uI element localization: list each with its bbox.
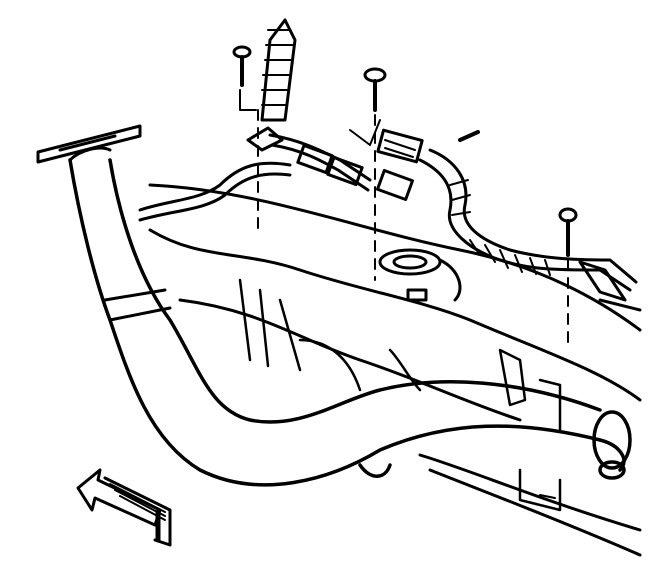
- direction-arrow: [76, 468, 172, 547]
- bolt: [232, 45, 578, 351]
- harness-connector: [246, 126, 428, 302]
- body-panel: [148, 183, 642, 557]
- exhaust-pipe: [68, 158, 632, 487]
- wiring-harness: [138, 18, 638, 302]
- exhaust-flange: [36, 124, 142, 164]
